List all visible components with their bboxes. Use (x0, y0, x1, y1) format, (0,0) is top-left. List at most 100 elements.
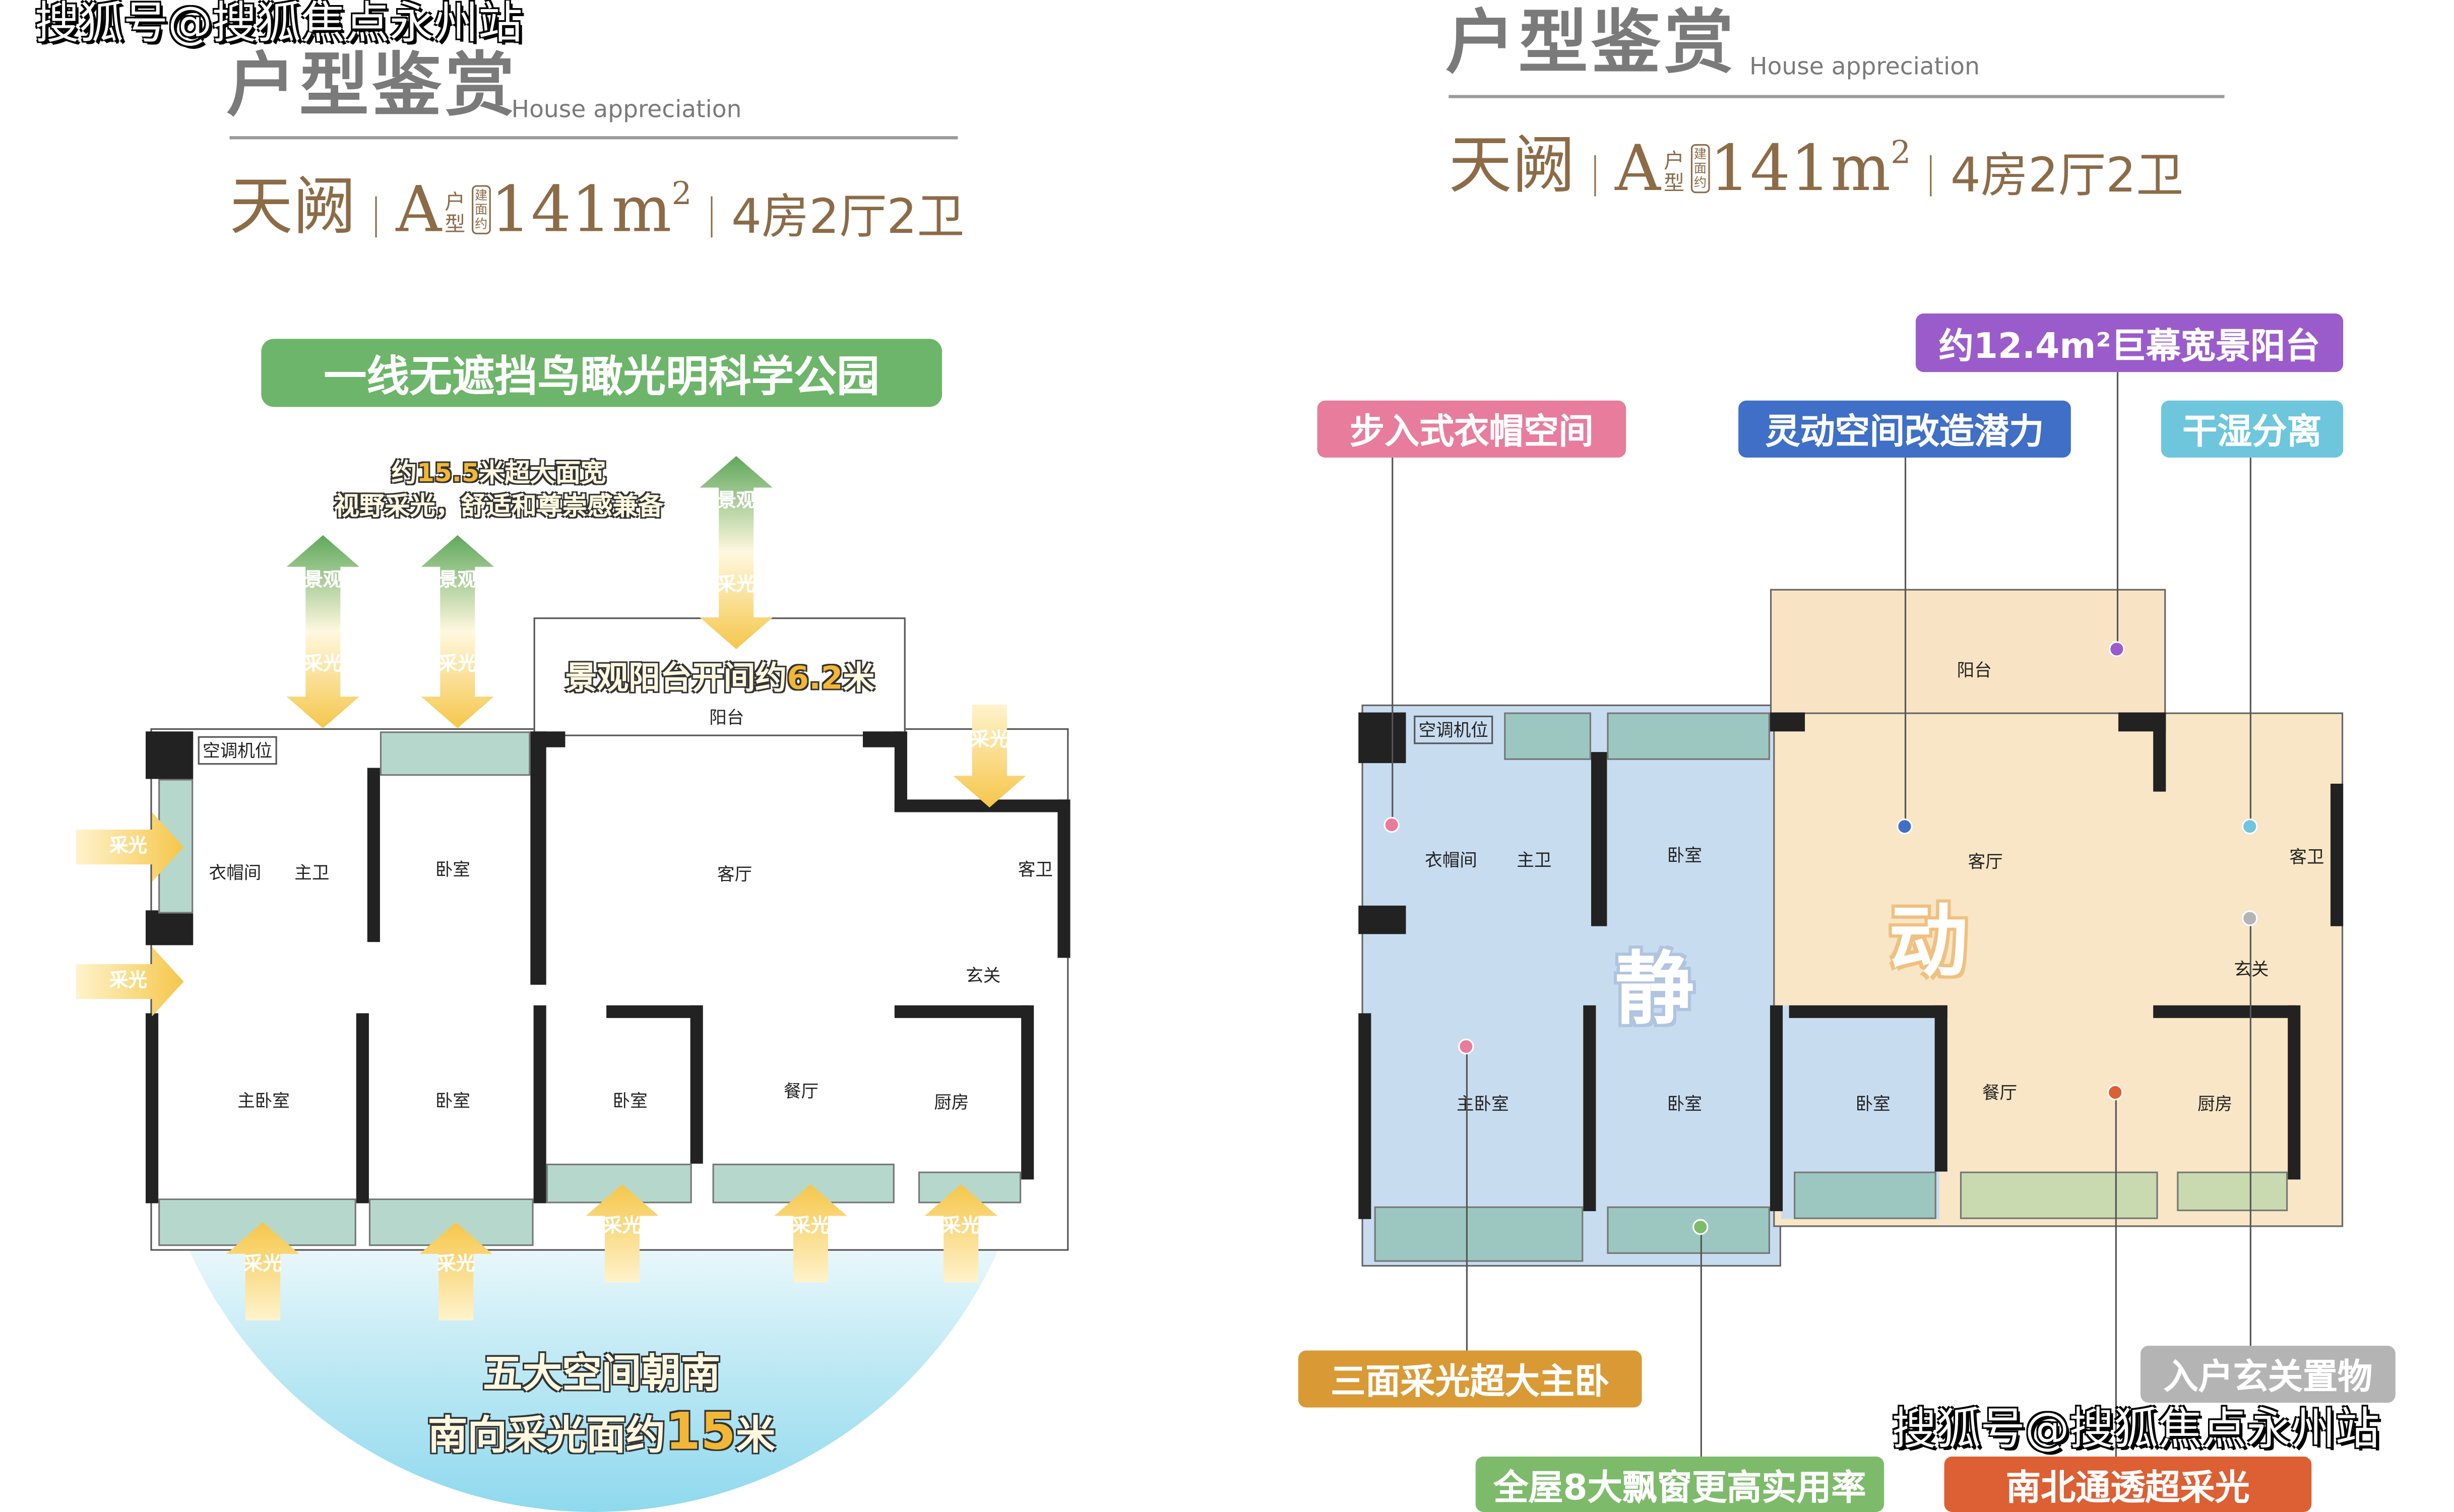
wall (2153, 1005, 2296, 1018)
bay-window (1960, 1171, 2158, 1219)
room-master: 主卧室 (1456, 1094, 1509, 1115)
wall (145, 910, 194, 946)
area-prefix-2: 面 (475, 203, 488, 217)
wall (530, 731, 546, 985)
page-title: 户型鉴赏 (226, 46, 518, 127)
area-value: 141m2 (1710, 133, 1911, 206)
wall (1021, 1005, 1034, 1180)
quiet-zone (1361, 704, 1781, 1267)
width-note: 约15.5米超大面宽 视野采光，舒适和尊崇感兼备 (334, 457, 664, 521)
label-master: 三面采光超大主卧 (1298, 1350, 1642, 1408)
room-master-bath: 主卫 (294, 863, 330, 884)
marker-dot (2107, 1084, 2123, 1101)
view-light-arrow: 景观 采光 (421, 535, 494, 728)
marker-dot (2242, 910, 2258, 926)
area-prefix-1: 建 (475, 188, 488, 203)
label-wet-dry: 干湿分离 (2161, 400, 2344, 458)
wall (1358, 1013, 1371, 1219)
project-name: 天阙 (229, 171, 356, 244)
leader-line (2249, 457, 2251, 825)
leader-line (1904, 457, 1907, 827)
leader-line (2249, 918, 2251, 1348)
balcony-note: 景观阳台开间约6.2米 (565, 658, 875, 697)
unit-suffix-1: 户 (1664, 150, 1685, 174)
wall (367, 768, 380, 942)
page-title-right: 户型鉴赏 (1445, 3, 1737, 84)
room-bedroom: 卧室 (435, 1091, 470, 1112)
wall (2153, 712, 2166, 792)
unit-letter: A (396, 174, 442, 247)
room-guest-bath: 客卫 (1018, 859, 1053, 880)
wall (1591, 752, 1607, 926)
watermark-top: 搜狐号@搜狐焦点永州站 (35, 0, 523, 49)
label-flex-space: 灵动空间改造潜力 (1738, 400, 2071, 458)
label-north-south: 南北通透超采光 (1944, 1456, 2312, 1512)
left-floor-plan (150, 728, 1069, 1251)
room-foyer: 玄关 (966, 966, 1001, 987)
light-arrow-up: 采光 (924, 1184, 998, 1283)
room-ac: 空调机位 (1414, 715, 1493, 744)
balcony-outline (533, 617, 906, 736)
active-zone-label: 动 (1889, 896, 1968, 988)
room-bedroom: 卧室 (1667, 1094, 1702, 1115)
light-arrow-up: 采光 (774, 1184, 847, 1283)
separator (1594, 155, 1596, 197)
label-bay-windows: 全屋8大飘窗更高实用率 (1475, 1456, 1884, 1512)
wall (145, 1013, 159, 1204)
header-divider (229, 136, 958, 140)
wall (145, 731, 194, 779)
room-guest-bath: 客卫 (2289, 847, 2324, 868)
leader-line (1700, 1227, 1702, 1457)
unit-suffix-1: 户 (445, 192, 466, 216)
bay-window (380, 731, 531, 776)
wall (1583, 1005, 1596, 1212)
room-dining: 餐厅 (783, 1081, 819, 1102)
label-foyer: 入户玄关置物 (2141, 1346, 2396, 1403)
unit-suffix-2: 型 (445, 214, 466, 238)
marker-dot (1383, 816, 1400, 833)
room-kitchen: 厨房 (934, 1092, 969, 1113)
leader-line (1466, 1045, 1468, 1351)
wall (894, 799, 1069, 812)
room-bedroom: 卧室 (1855, 1094, 1891, 1115)
light-arrow-up: 采光 (226, 1222, 299, 1320)
south-note: 五大空间朝南 南向采光面约15米 (427, 1350, 776, 1462)
page-subtitle-en-right: House appreciation (1749, 52, 1980, 81)
room-ac: 空调机位 (198, 736, 277, 765)
marker-dot (1692, 1219, 1709, 1235)
light-arrow-up: 采光 (586, 1184, 659, 1283)
room-master: 主卧室 (237, 1091, 290, 1112)
bay-window (2177, 1171, 2288, 1212)
room-bedroom: 卧室 (612, 1091, 648, 1112)
balcony-zone (1770, 589, 2166, 716)
bay-window (1504, 712, 1592, 760)
wall (2330, 783, 2344, 926)
marker-dot (1458, 1038, 1474, 1055)
wall (1358, 905, 1406, 934)
wall (894, 1005, 1029, 1018)
wall (1057, 799, 1071, 958)
wall (1789, 1005, 1947, 1018)
park-view-banner: 一线无遮挡鸟瞰光明科学公园 (261, 339, 942, 407)
watermark-bottom: 搜狐号@搜狐焦点永州站 (1892, 1403, 2380, 1455)
room-cloak: 衣帽间 (1425, 850, 1477, 871)
unit-letter: A (1615, 133, 1661, 206)
quiet-zone-label: 静 (1615, 943, 1694, 1036)
label-cloakroom: 步入式衣帽空间 (1317, 400, 1626, 458)
wall (530, 731, 565, 747)
header-divider (1449, 95, 2225, 98)
room-cloak: 衣帽间 (209, 863, 262, 884)
separator (1929, 155, 1932, 197)
unit-summary-right: 天阙 A 户型 建面约 141m2 4房2厅2卫 (1449, 114, 2183, 206)
room-dining: 餐厅 (1982, 1083, 2018, 1104)
wall (2288, 1005, 2301, 1180)
area-prefix-3: 约 (1693, 175, 1707, 190)
marker-dot (1897, 818, 1913, 835)
bay-window (1374, 1206, 1584, 1262)
light-arrow-down: 采光 (953, 704, 1026, 808)
light-arrow-right: 采光 (76, 812, 184, 882)
wall (894, 731, 907, 811)
page-subtitle-en: House appreciation (511, 95, 742, 124)
room-balcony: 阳台 (1957, 660, 1992, 681)
room-kitchen: 厨房 (2197, 1094, 2233, 1115)
